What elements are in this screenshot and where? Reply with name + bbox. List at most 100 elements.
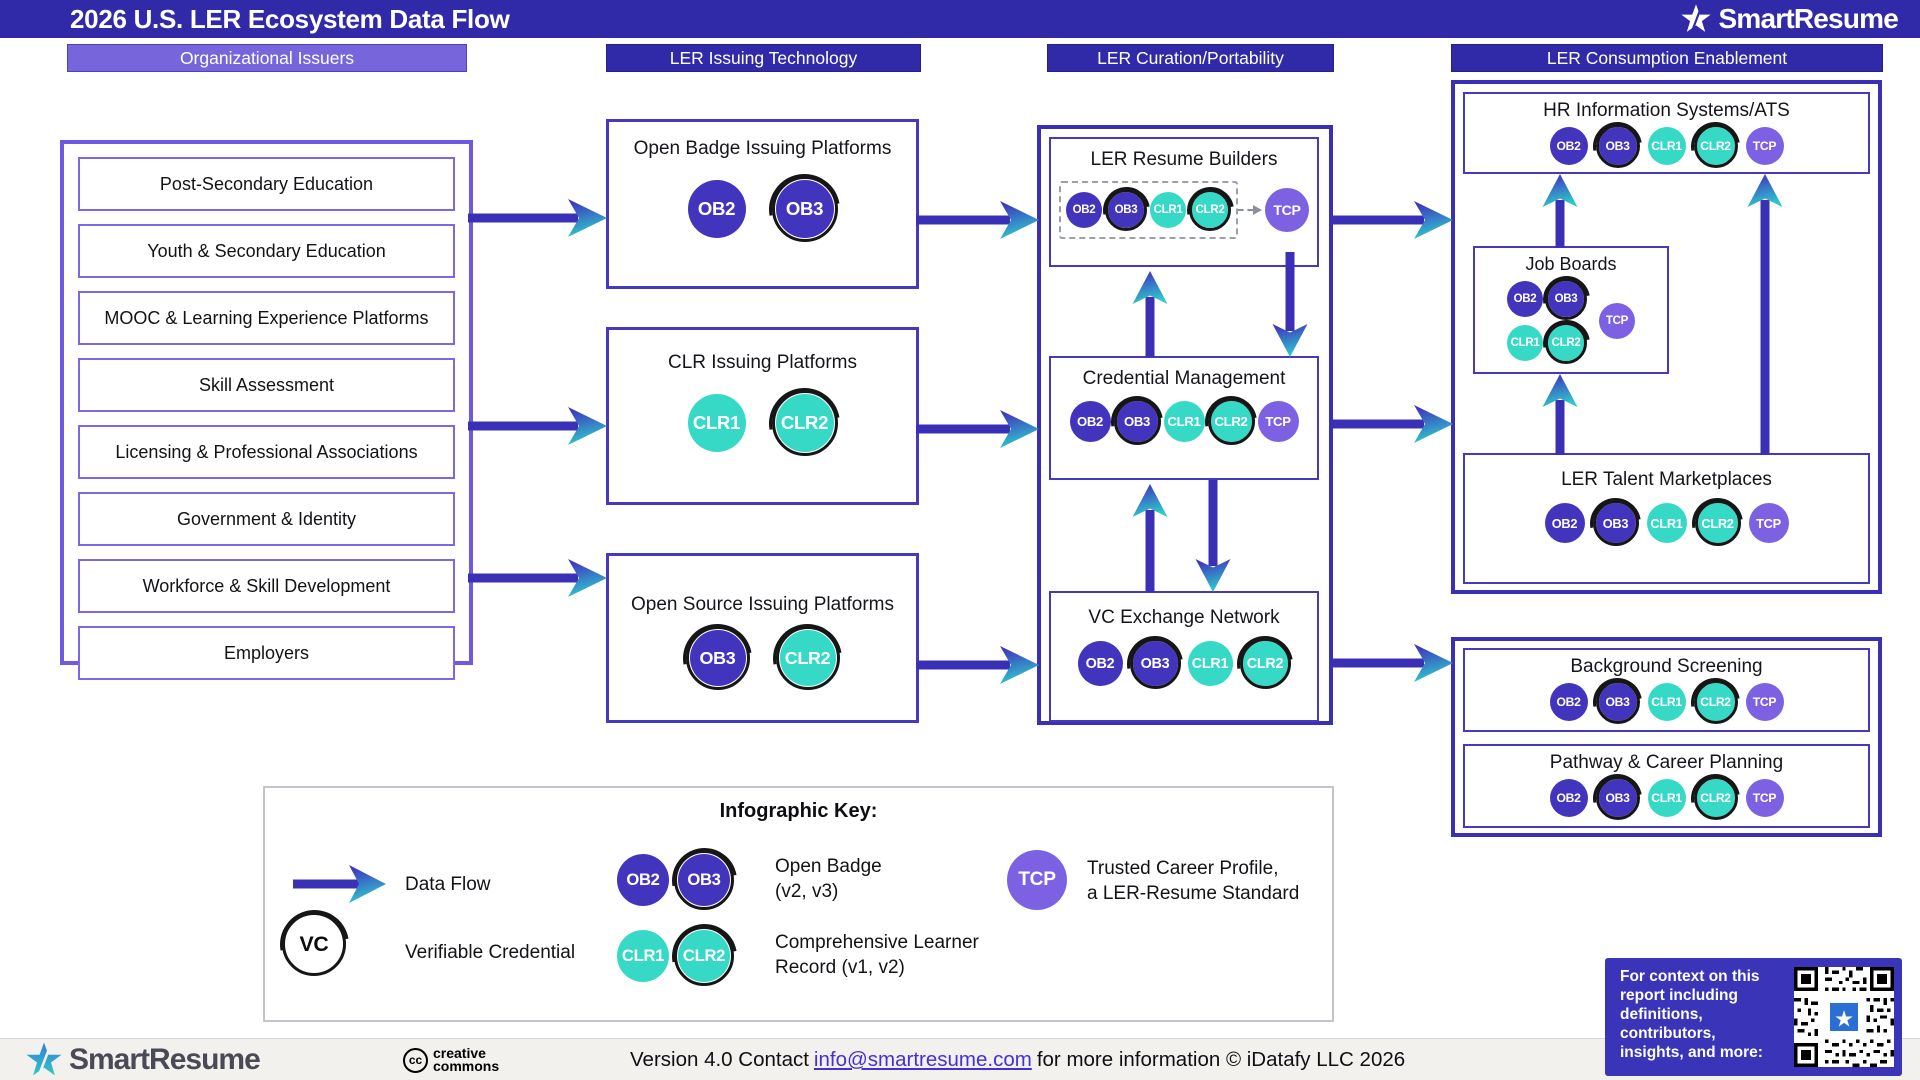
- badge-clr1: CLR1: [1507, 325, 1543, 361]
- badge-tcp: TCP: [1745, 779, 1784, 817]
- issuer-label: Government & Identity: [176, 508, 357, 529]
- column-header-organizational-issuers: Organizational Issuers: [67, 44, 467, 72]
- box-title: Job Boards: [1525, 254, 1617, 274]
- badge-tcp: TCP: [1745, 683, 1784, 721]
- arrow-open-source-to-curation: [916, 646, 1039, 684]
- badge-ob3: OB3: [1592, 500, 1639, 546]
- issuer-label: MOOC & Learning Experience Platforms: [104, 307, 429, 328]
- badge-clr2: CLR2: [1693, 776, 1738, 820]
- badge-ob3: OB3: [1595, 776, 1640, 820]
- infographic-key: Infographic Key: Data Flow VC Verifiable…: [263, 786, 1334, 1022]
- badge-clr2: CLR2: [1189, 189, 1231, 231]
- badge-tcp: TCP: [1745, 127, 1784, 165]
- badge-ob3: OB3: [1595, 680, 1640, 724]
- clr-label-line2: Record (v1, v2): [775, 957, 905, 978]
- box-title: Open Source Issuing Platforms: [631, 594, 894, 615]
- qr-pattern: ★: [1794, 967, 1894, 1067]
- data-flow-arrow-icon: [293, 865, 386, 903]
- issuer-item: Post-Secondary Education: [78, 157, 455, 211]
- badge-ob2: OB2: [1544, 503, 1585, 543]
- issuer-label: Youth & Secondary Education: [147, 240, 386, 261]
- box-title: VC Exchange Network: [1088, 607, 1280, 628]
- arrow-clr-to-curation: [916, 410, 1039, 448]
- badge-ob2: OB2: [687, 180, 746, 238]
- badge-tcp: TCP: [1599, 303, 1635, 339]
- smartresume-logo-footer: SmartResume: [25, 1041, 261, 1079]
- badge-ob3: OB3: [1113, 398, 1161, 445]
- badge-tcp: TCP: [1748, 503, 1789, 543]
- issuer-item: Licensing & Professional Associations: [78, 425, 455, 479]
- cc-line1: creative: [433, 1045, 486, 1061]
- column-header-label: LER Issuing Technology: [669, 47, 858, 68]
- box-title: HR Information Systems/ATS: [1543, 100, 1790, 121]
- badge-ob2: OB2: [1066, 192, 1102, 228]
- issuer-label: Skill Assessment: [198, 374, 335, 395]
- issuer-item: Government & Identity: [78, 492, 455, 546]
- arrow-issuers-to-open-source: [468, 559, 607, 597]
- badge-ob3: OB3: [674, 850, 734, 910]
- key-title: Infographic Key:: [719, 800, 878, 822]
- column-header-label: Organizational Issuers: [179, 47, 355, 68]
- badge-ob3: OB3: [771, 176, 838, 242]
- badge-ob3: OB3: [1595, 124, 1640, 168]
- badge-tcp: TCP: [1007, 850, 1067, 910]
- badge-ob2: OB2: [1507, 281, 1543, 317]
- badge-tcp: TCP: [1265, 188, 1309, 232]
- column-header-label: LER Curation/Portability: [1097, 47, 1284, 68]
- issuer-label: Licensing & Professional Associations: [115, 441, 418, 462]
- badge-ob3: OB3: [1545, 278, 1587, 320]
- arrow-vc-exchange-to-credential-management: [1132, 484, 1168, 592]
- qr-code: ★: [1794, 967, 1894, 1067]
- smartresume-star-icon: [26, 1042, 62, 1078]
- tcp-label: Trusted Career Profile,a LER-Resume Stan…: [1087, 856, 1299, 906]
- box-title: Background Screening: [1570, 656, 1763, 677]
- tcp-label-line1: Trusted Career Profile,: [1087, 858, 1279, 879]
- organizational-issuers-panel: Post-Secondary Education Youth & Seconda…: [60, 140, 473, 680]
- badge-ob3: OB3: [685, 626, 750, 690]
- badge-clr2: CLR2: [1207, 398, 1255, 445]
- contact-email-link[interactable]: info@smartresume.com: [813, 1048, 1032, 1071]
- arrow-job-boards-to-hr: [1542, 174, 1578, 248]
- page-title: 2026 U.S. LER Ecosystem Data Flow: [70, 4, 510, 34]
- dashed-arrow-icon: [1238, 205, 1262, 215]
- badge-ob3: OB3: [1129, 638, 1181, 689]
- brand-name-footer: SmartResume: [69, 1043, 261, 1076]
- badge-tcp: TCP: [1257, 401, 1299, 442]
- smartresume-star-icon: [1681, 4, 1712, 34]
- smartresume-logo-header: SmartResume: [1680, 3, 1899, 35]
- badge-clr2: CLR2: [1693, 124, 1738, 168]
- issuer-label: Workforce & Skill Development: [142, 575, 391, 596]
- footer-text-prefix: Version 4.0 Contact: [630, 1048, 809, 1071]
- arrow-talent-marketplaces-to-job-boards: [1542, 374, 1578, 455]
- footer-text-suffix: for more information © iDatafy LLC 2026: [1036, 1048, 1406, 1071]
- arrow-curation-to-hr: [1330, 201, 1453, 239]
- box-title: Credential Management: [1082, 368, 1286, 389]
- context-qr-box: For context on this report including def…: [1605, 958, 1902, 1076]
- issuer-list: Post-Secondary Education Youth & Seconda…: [64, 144, 469, 693]
- badge-ob2: OB2: [1549, 779, 1588, 817]
- arrow-vc-exchange-to-background-screening: [1330, 644, 1453, 682]
- badge-ob2: OB2: [1549, 127, 1588, 165]
- badge-clr1: CLR1: [1150, 192, 1186, 228]
- issuer-label: Employers: [223, 642, 310, 663]
- top-bar: 2026 U.S. LER Ecosystem Data Flow SmartR…: [0, 0, 1920, 38]
- clr-label-line1: Comprehensive Learner: [775, 932, 979, 953]
- verifiable-credential-label: Verifiable Credential: [405, 942, 576, 963]
- badge-ob2: OB2: [1077, 641, 1123, 686]
- badge-ob2: OB2: [617, 854, 669, 906]
- arrow-issuers-to-clr: [468, 407, 607, 445]
- badge-clr2: CLR2: [1694, 500, 1741, 546]
- issuer-item: Workforce & Skill Development: [78, 559, 455, 613]
